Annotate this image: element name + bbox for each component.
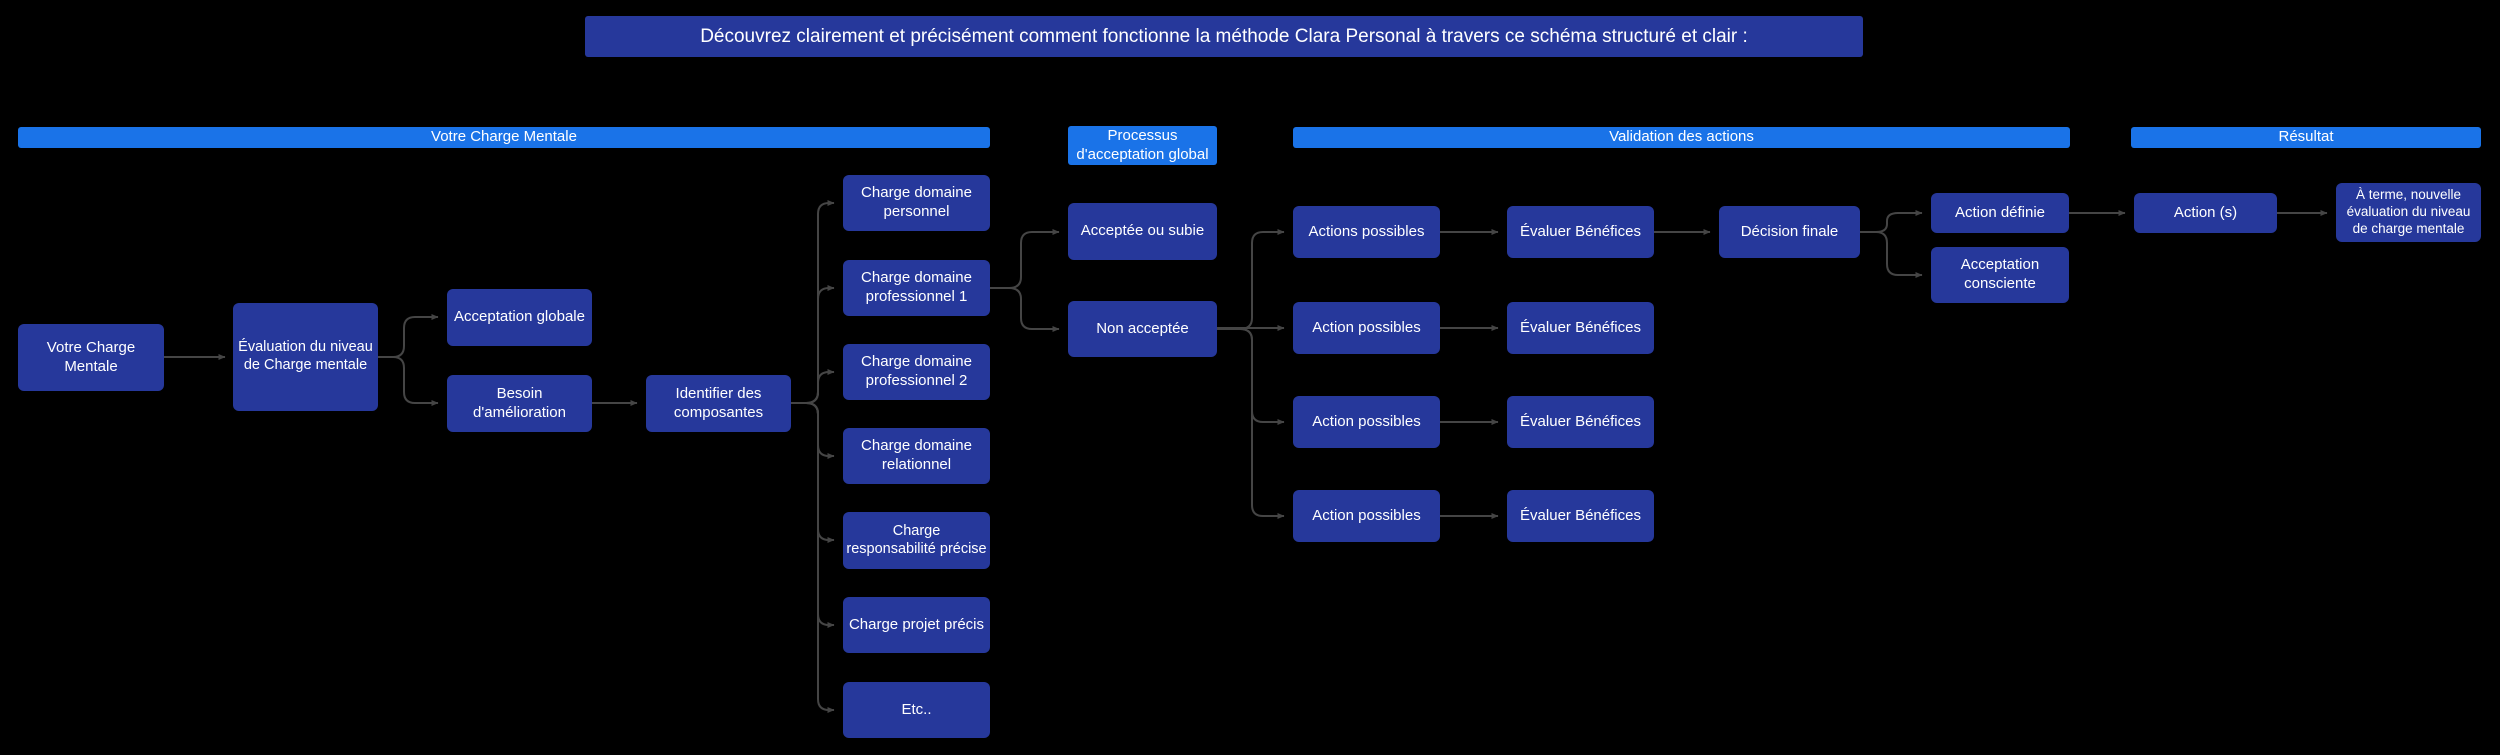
section-header-validation-des-actions: Validation des actions <box>1293 127 2070 148</box>
section-header-resultat: Résultat <box>2131 127 2481 148</box>
node-evaluer-benefices-4: Évaluer Bénéfices <box>1507 490 1654 542</box>
node-acceptation-consciente: Acceptation consciente <box>1931 247 2069 303</box>
node-charge-etc: Etc.. <box>843 682 990 738</box>
node-acceptee-ou-subie: Acceptée ou subie <box>1068 203 1217 260</box>
edge-identifier-composantes-to-charge-responsabilite-precise <box>791 402 835 543</box>
edge-charge-domaine-professionnel-1-to-acceptee-ou-subie <box>990 229 1060 289</box>
node-action-possibles-4: Action possibles <box>1293 490 1440 542</box>
node-charge-domaine-personnel: Charge domaine personnel <box>843 175 990 231</box>
edge-identifier-composantes-to-charge-domaine-relationnel <box>791 402 835 459</box>
node-evaluer-benefices-3: Évaluer Bénéfices <box>1507 396 1654 448</box>
node-votre-charge-mentale-box: Votre Charge Mentale <box>18 324 164 391</box>
node-charge-domaine-relationnel: Charge domaine relationnel <box>843 428 990 484</box>
node-action-possibles-3: Action possibles <box>1293 396 1440 448</box>
section-header-votre-charge-mentale: Votre Charge Mentale <box>18 127 990 148</box>
edge-charge-domaine-professionnel-1-to-non-acceptee <box>990 287 1060 332</box>
node-evaluer-benefices-2: Évaluer Bénéfices <box>1507 302 1654 354</box>
node-besoin-amelioration: Besoin d'amélioration <box>447 375 592 432</box>
edge-identifier-composantes-to-charge-projet-precis <box>791 402 835 628</box>
node-non-acceptee: Non acceptée <box>1068 301 1217 357</box>
node-action-s: Action (s) <box>2134 193 2277 233</box>
node-evaluer-benefices-1: Évaluer Bénéfices <box>1507 206 1654 258</box>
edge-identifier-composantes-to-charge-domaine-professionnel-1 <box>791 285 835 404</box>
edge-non-acceptee-to-action-possibles-4 <box>1217 328 1285 519</box>
node-decision-finale: Décision finale <box>1719 206 1860 258</box>
node-charge-responsabilite-precise: Charge responsabilité précise <box>843 512 990 569</box>
node-charge-domaine-professionnel-1: Charge domaine professionnel 1 <box>843 260 990 316</box>
node-charge-domaine-professionnel-2: Charge domaine professionnel 2 <box>843 344 990 400</box>
edge-non-acceptee-to-action-possibles-3 <box>1217 328 1285 425</box>
edge-identifier-composantes-to-charge-domaine-professionnel-2 <box>791 369 835 404</box>
node-actions-possibles-1: Actions possibles <box>1293 206 1440 258</box>
edge-non-acceptee-to-actions-possibles-1 <box>1217 229 1285 330</box>
edge-evaluation-niveau-to-besoin-amelioration <box>378 356 439 406</box>
edge-decision-finale-to-action-definie <box>1860 210 1923 233</box>
section-header-processus-acceptation-global: Processus d'acceptation global <box>1068 126 1217 165</box>
page-title: Découvrez clairement et précisément comm… <box>585 16 1863 57</box>
node-identifier-composantes: Identifier des composantes <box>646 375 791 432</box>
node-a-terme-nouvelle-evaluation: À terme, nouvelle évaluation du niveau d… <box>2336 183 2481 242</box>
edge-decision-finale-to-acceptation-consciente <box>1860 231 1923 278</box>
node-action-definie: Action définie <box>1931 193 2069 233</box>
node-charge-projet-precis: Charge projet précis <box>843 597 990 653</box>
node-action-possibles-2: Action possibles <box>1293 302 1440 354</box>
edge-identifier-composantes-to-charge-etc <box>791 402 835 713</box>
node-acceptation-globale: Acceptation globale <box>447 289 592 346</box>
edge-evaluation-niveau-to-acceptation-globale <box>378 314 439 358</box>
node-evaluation-niveau: Évaluation du niveau de Charge mentale <box>233 303 378 411</box>
